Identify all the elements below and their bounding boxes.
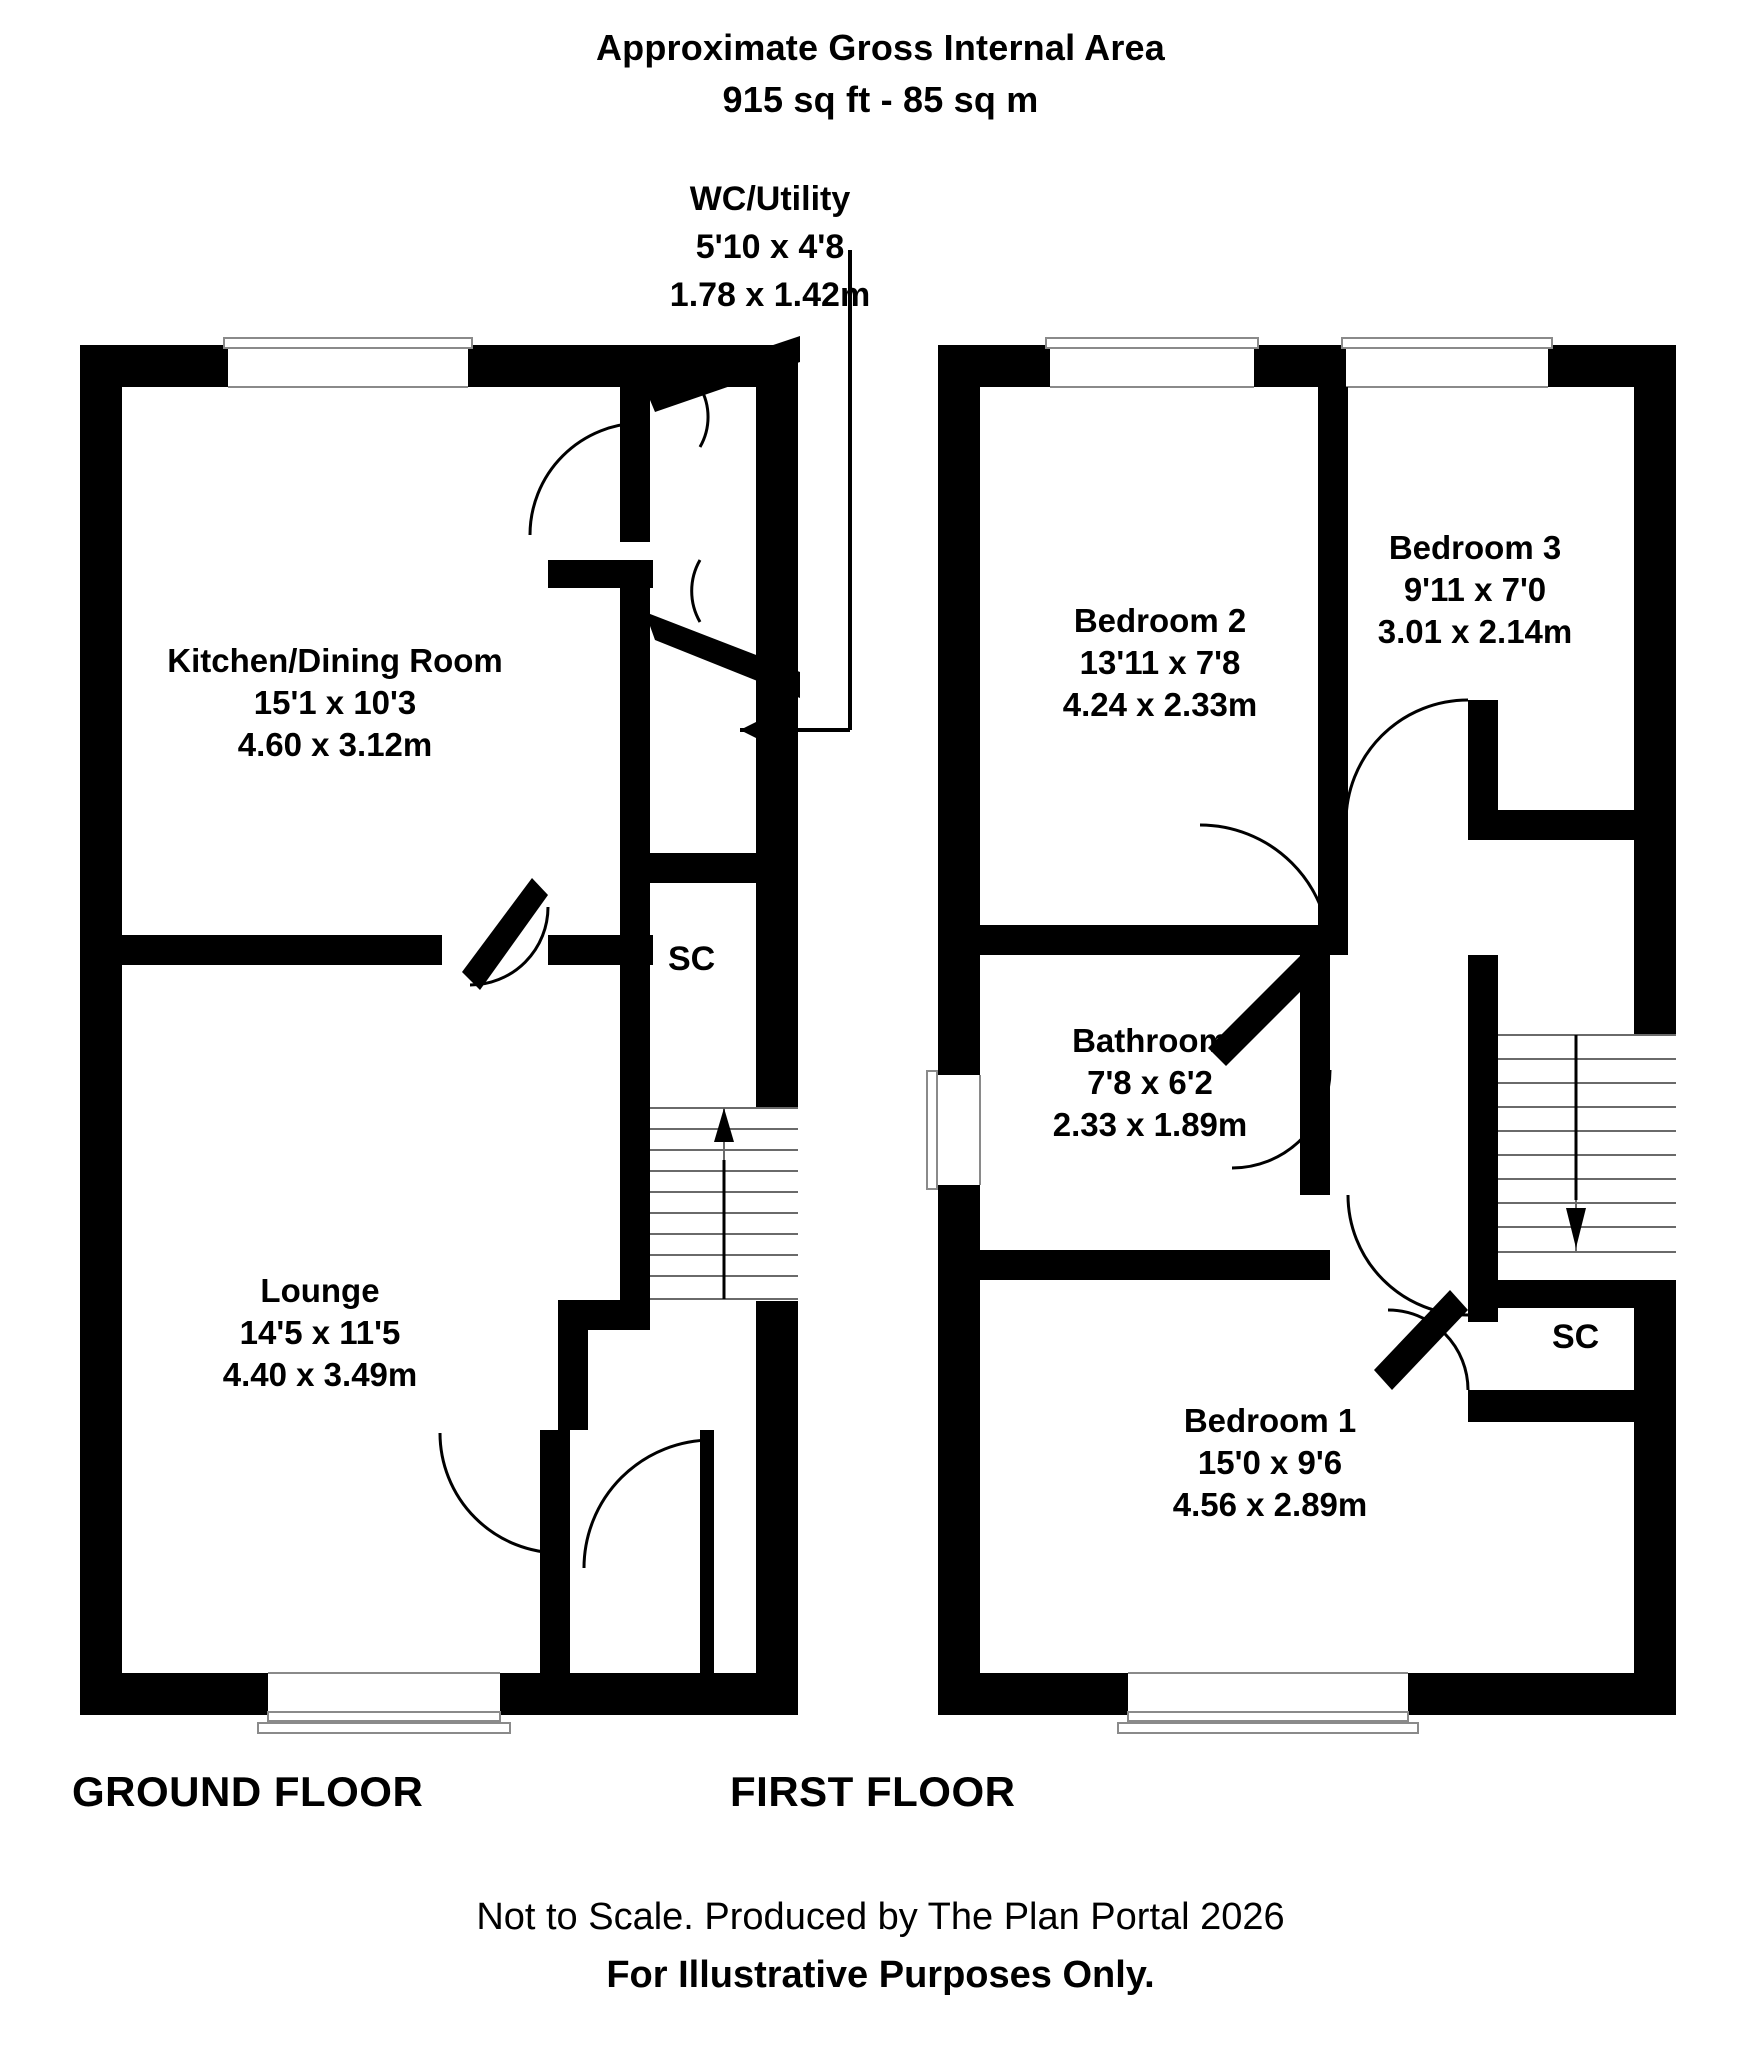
room-metric: 4.60 x 3.12m (237, 726, 433, 764)
area-header-line-2: 915 sq ft - 85 sq m (722, 79, 1039, 120)
room-metric: 2.33 x 1.89m (1052, 1106, 1248, 1144)
stairs-up-arrow (714, 1108, 734, 1142)
area-header-line-1: Approximate Gross Internal Area (595, 27, 1166, 68)
storage-cupboard-label-first: SC (1552, 1318, 1600, 1356)
area-header: Approximate Gross Internal Area 915 sq f… (0, 22, 1761, 126)
room-name: Bedroom 1 (1183, 1402, 1357, 1439)
stairs-down-arrow (1566, 1208, 1586, 1248)
first-floor-interior-walls (980, 387, 1676, 1422)
first-bathroom-window (926, 1070, 981, 1190)
room-metric: 4.24 x 2.33m (1062, 686, 1258, 724)
room-imperial: 13'11 x 7'8 (1079, 644, 1241, 682)
room-imperial: 9'11 x 7'0 (1403, 571, 1547, 609)
room-name: Lounge (260, 1272, 380, 1309)
ground-floor-walls (80, 345, 798, 1715)
ground-interior-walls (122, 387, 798, 1675)
ground-lounge-bay-window (257, 1672, 511, 1734)
first-door-leaves (1208, 944, 1468, 1390)
room-name: Bedroom 2 (1073, 602, 1247, 639)
wc-utility-imperial: 5'10 x 4'8 (695, 228, 845, 266)
room-label-lounge: Lounge 14'5 x 11'5 4.40 x 3.49m (120, 1270, 520, 1397)
footer: Not to Scale. Produced by The Plan Porta… (0, 1888, 1761, 2004)
first-floor-caption: FIRST FLOOR (730, 1768, 1016, 1815)
first-bedroom1-window (1117, 1672, 1419, 1734)
room-label-bedroom-3: Bedroom 3 9'11 x 7'0 3.01 x 2.14m (1310, 527, 1640, 654)
ground-floor-caption: GROUND FLOOR (72, 1768, 424, 1815)
ground-kitchen-window (223, 337, 473, 388)
room-metric: 4.40 x 3.49m (222, 1356, 418, 1394)
first-bedroom3-window (1341, 337, 1553, 388)
room-label-kitchen-dining: Kitchen/Dining Room 15'1 x 10'3 4.60 x 3… (100, 640, 570, 767)
room-label-bedroom-1: Bedroom 1 15'0 x 9'6 4.56 x 2.89m (1110, 1400, 1430, 1527)
first-staircase (1498, 1034, 1676, 1280)
footer-disclaimer-line-1: Not to Scale. Produced by The Plan Porta… (476, 1896, 1285, 1938)
room-imperial: 14'5 x 11'5 (239, 1314, 401, 1352)
room-metric: 3.01 x 2.14m (1377, 613, 1573, 651)
room-metric: 4.56 x 2.89m (1172, 1486, 1368, 1524)
first-bedroom2-window (1045, 337, 1259, 388)
ground-staircase (650, 1107, 798, 1301)
room-label-bathroom: Bathroom 7'8 x 6'2 2.33 x 1.89m (1000, 1020, 1300, 1147)
ground-wc-utility-room (740, 250, 852, 741)
wc-utility-metric: 1.78 x 1.42m (669, 276, 871, 314)
ground-door-leaves (462, 336, 800, 990)
first-floor-walls (938, 345, 1676, 1715)
wc-utility-callout: WC/Utility 5'10 x 4'8 1.78 x 1.42m (560, 175, 980, 319)
wc-utility-name: WC/Utility (689, 180, 851, 218)
room-label-bedroom-2: Bedroom 2 13'11 x 7'8 4.24 x 2.33m (1000, 600, 1320, 727)
footer-disclaimer-line-2: For Illustrative Purposes Only. (606, 1954, 1155, 1996)
room-name: Bathroom (1072, 1022, 1228, 1059)
storage-cupboard-label-ground: SC (668, 940, 716, 978)
room-imperial: 7'8 x 6'2 (1087, 1064, 1213, 1102)
room-imperial: 15'0 x 9'6 (1197, 1444, 1343, 1482)
ground-door-swings (438, 386, 713, 1569)
ground-floor-plan (80, 250, 852, 1734)
room-name: Kitchen/Dining Room (167, 642, 503, 679)
first-floor-plan (926, 337, 1676, 1734)
room-name: Bedroom 3 (1388, 529, 1562, 566)
room-imperial: 15'1 x 10'3 (253, 684, 417, 722)
